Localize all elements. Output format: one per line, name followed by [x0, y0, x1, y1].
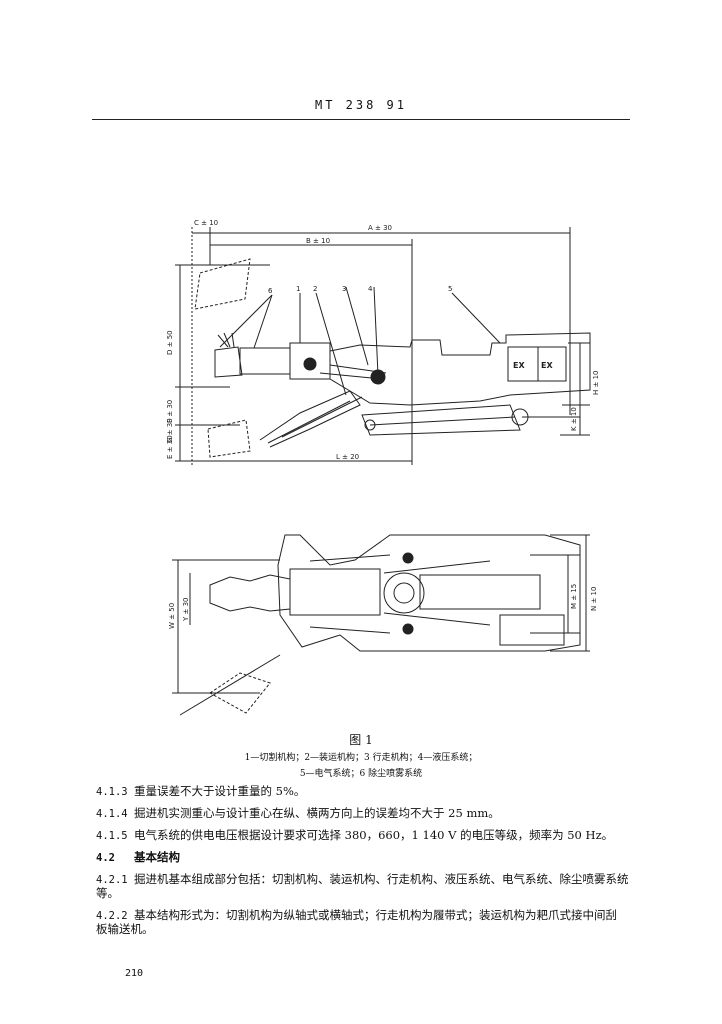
dim-label-f: F ± 30 — [166, 400, 174, 423]
clause-text: 电气系统的供电电压根据设计要求可选择 380，660，1 140 V 的电压等级… — [134, 828, 614, 842]
clause-text: 基本结构形式为：切割机构为纵轴式或横轴式；行走机构为履带式；装运机构为耙爪式接中… — [134, 908, 617, 922]
clause-text: 板输送机。 — [96, 922, 154, 936]
ex-box-label-2: EX — [541, 361, 553, 370]
figure-caption-line-2: 5—电气系统；6 除尘喷雾系统 — [299, 769, 423, 779]
dim-label-a: A ± 30 — [368, 224, 392, 232]
clause-number: 4.1.4 — [96, 808, 128, 820]
page-number: 210 — [125, 968, 144, 979]
dim-label-k: K ± 10 — [570, 407, 578, 431]
part-number-6: 6 — [268, 287, 273, 295]
figure-caption-line-1: 1—切割机构；2—装运机构；3 行走机构；4—液压系统； — [244, 753, 478, 763]
clause-number: 4.2.1 — [96, 874, 128, 886]
header-rule — [92, 119, 630, 120]
part-number-1: 1 — [296, 285, 300, 293]
dim-label-y: Y ± 30 — [182, 598, 190, 623]
figure-title: 图 1 — [349, 733, 373, 747]
paragraph-4-1-5: 4.1.5 电气系统的供电电压根据设计要求可选择 380，660，1 140 V … — [96, 824, 656, 847]
dim-label-d: D ± 50 — [166, 330, 174, 355]
part-number-4: 4 — [368, 285, 373, 293]
paragraph-4-2-1-cont: 等。 — [96, 882, 656, 904]
clause-text: 掘进机实测重心与设计重心在纵、横两方向上的误差均不大于 25 mm。 — [134, 806, 500, 820]
clause-text: 等。 — [96, 886, 119, 900]
clause-text: 重量误差不大于设计重量的 5%。 — [134, 784, 306, 798]
dim-label-e: E ± 30 — [166, 435, 174, 459]
part-number-5: 5 — [448, 285, 452, 293]
dim-label-w: W ± 50 — [168, 603, 176, 629]
clause-number: 4.2.2 — [96, 910, 128, 922]
paragraph-4-2-1: 4.2.1 掘进机基本组成部分包括：切割机构、装运机构、行走机构、液压系统、电气系… — [96, 868, 656, 891]
ex-box-label-1: EX — [513, 361, 525, 370]
dim-label-m: M ± 15 — [570, 584, 578, 609]
running-header: MT 238 91 — [314, 98, 408, 112]
paragraph-4-1-4: 4.1.4 掘进机实测重心与设计重心在纵、横两方向上的误差均不大于 25 mm。 — [96, 802, 656, 825]
clause-text: 基本结构 — [134, 850, 180, 864]
paragraph-4-1-3: 4.1.3 重量误差不大于设计重量的 5%。 — [96, 780, 656, 803]
part-number-2: 2 — [313, 285, 317, 293]
clause-text: 掘进机基本组成部分包括：切割机构、装运机构、行走机构、液压系统、电气系统、除尘喷… — [134, 872, 629, 886]
dim-label-g: G ± 30 — [166, 418, 174, 443]
figure-1-drawing: C ± 10 A ± 30 B ± 10 D ± 50 F ± 30 G ± 3… — [166, 219, 600, 716]
dim-label-c: C ± 10 — [194, 219, 218, 227]
dim-label-n: N ± 10 — [590, 587, 598, 611]
section-heading-4-2: 4.2 基本结构 — [96, 846, 656, 869]
dim-label-l: L ± 20 — [336, 453, 359, 461]
paragraph-4-2-2-cont: 板输送机。 — [96, 918, 656, 940]
paragraph-4-2-2: 4.2.2 基本结构形式为：切割机构为纵轴式或横轴式；行走机构为履带式；装运机构为… — [96, 904, 656, 927]
dim-label-h: H ± 10 — [592, 371, 600, 396]
clause-number: 4.1.3 — [96, 786, 128, 798]
dim-label-b: B ± 10 — [306, 237, 330, 245]
clause-number: 4.1.5 — [96, 830, 128, 842]
clause-number: 4.2 — [96, 852, 115, 864]
part-number-3: 3 — [342, 285, 346, 293]
